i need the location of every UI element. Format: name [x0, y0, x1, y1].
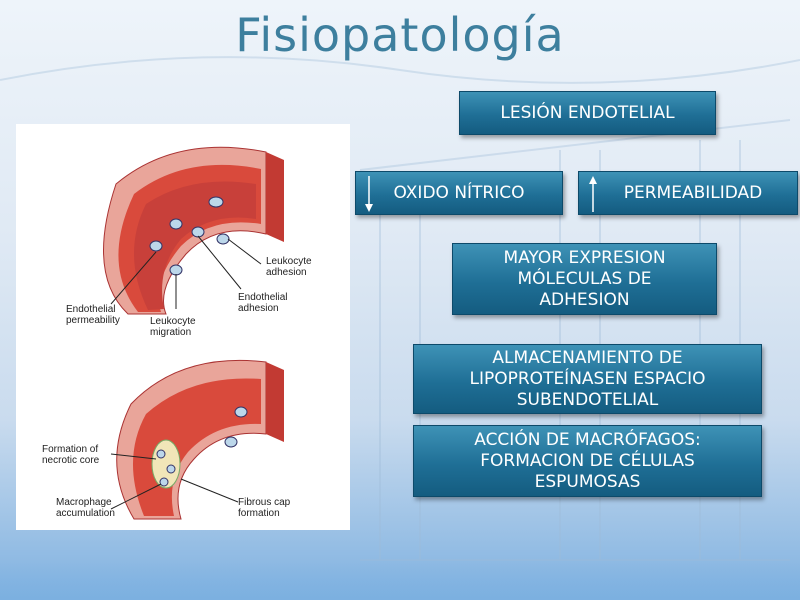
- atherosclerosis-illustration: Leukocyte adhesion Endothelial permeabil…: [16, 124, 350, 530]
- label-leukocyte-migration: Leukocyte migration: [150, 316, 196, 338]
- label-macrophage-accumulation: Macrophage accumulation: [56, 497, 115, 519]
- box-permeabilidad-label: PERMEABILIDAD: [623, 182, 763, 203]
- vessel-drawings: [103, 146, 284, 520]
- box-macrofagos: ACCIÓN DE MACRÓFAGOS: FORMACION DE CÉLUL…: [413, 425, 762, 497]
- label-endothelial-adhesion: Endothelial adhesion: [238, 292, 288, 314]
- upper-vessel: [103, 146, 284, 315]
- box-oxido-nitrico: OXIDO NÍTRICO: [355, 171, 563, 215]
- box-almacenamiento: ALMACENAMIENTO DE LIPOPROTEÍNASEN ESPACI…: [413, 344, 762, 414]
- down-arrow-icon: [365, 176, 373, 212]
- up-arrow-icon: [589, 176, 597, 212]
- label-endothelial-permeability: Endothelial permeability: [66, 304, 120, 326]
- bottom-band: [0, 560, 800, 600]
- page-title: Fisiopatología: [235, 8, 565, 62]
- label-leukocyte-adhesion: Leukocyte adhesion: [266, 256, 312, 278]
- box-permeabilidad: PERMEABILIDAD: [578, 171, 798, 215]
- label-formation-necrotic-core: Formation of necrotic core: [42, 444, 100, 466]
- box-mayor-expresion: MAYOR EXPRESION MÓLECULAS DE ADHESION: [452, 243, 717, 315]
- box-lesion-endotelial: LESIÓN ENDOTELIAL: [459, 91, 716, 135]
- box-oxido-nitrico-label: OXIDO NÍTRICO: [393, 182, 525, 203]
- label-fibrous-cap-formation: Fibrous cap formation: [238, 497, 291, 519]
- lower-vessel: [110, 359, 284, 520]
